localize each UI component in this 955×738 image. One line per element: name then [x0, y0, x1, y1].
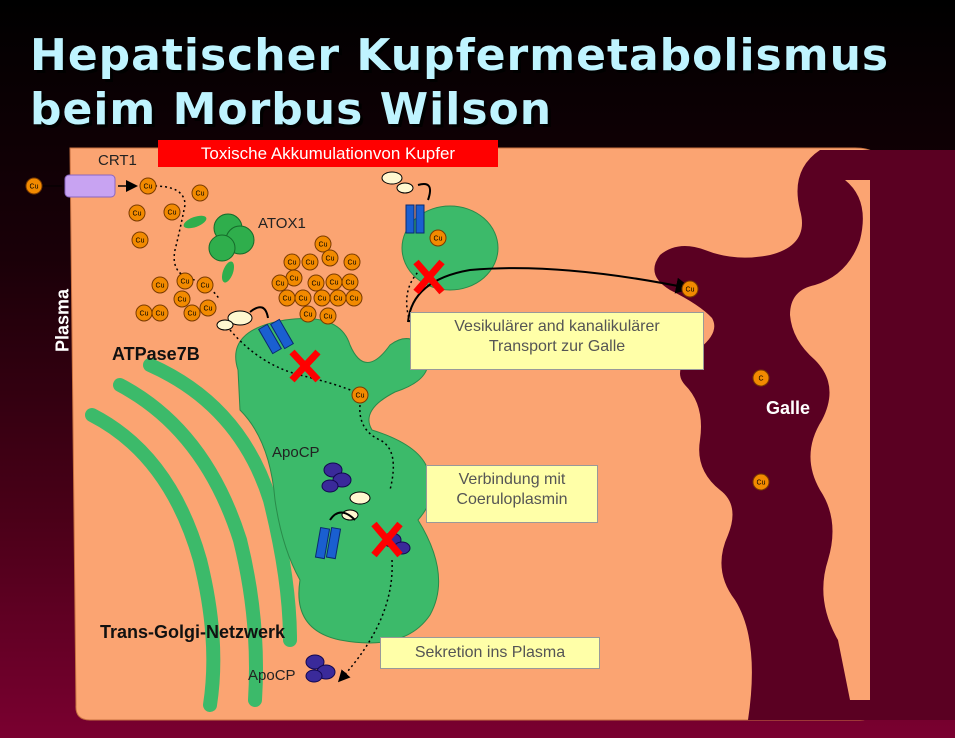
copper-atom-label: Cu [348, 260, 357, 267]
toxic-accumulation-banner: Toxische Akkumulationvon Kupfer [158, 140, 498, 167]
copper-atom-label: Cu [204, 306, 213, 313]
copper-atom-label: Cu [188, 311, 197, 318]
copper-atom-label: Cu [288, 260, 297, 267]
verbindung-note: Verbindung mit Coeruloplasmin [426, 465, 598, 523]
copper-atom-label: Cu [319, 242, 328, 249]
transport-note: Vesikulärer and kanalikulärer Transport … [410, 312, 704, 370]
copper-atom-label: Cu [299, 296, 308, 303]
crt1-transporter [65, 175, 115, 197]
copper-atom-label: Cu [324, 314, 333, 321]
apocp-label-top: ApoCP [272, 444, 320, 461]
copper-atom-label: Cu [326, 256, 335, 263]
page-title-line-1: Hepatischer Kupfermetabolismus [30, 30, 889, 81]
copper-atom-label: Cu [144, 184, 153, 191]
copper-atom-label: Cu [181, 279, 190, 286]
copper-atom-label: Cu [156, 311, 165, 318]
verbindung-note-line-1: Verbindung mit [427, 470, 597, 490]
plasma-label: Plasma [53, 286, 74, 356]
copper-atom-label: Cu [201, 283, 210, 290]
copper-atom-label: Cu [330, 280, 339, 287]
copper-atom-label: Cu [290, 276, 299, 283]
copper-atom-label: Cu [276, 281, 285, 288]
copper-atom-label: Cu [306, 260, 315, 267]
copper-atom-label: Cu [304, 312, 313, 319]
copper-atom-label: Cu [140, 311, 149, 318]
copper-atom-label: Cu [178, 297, 187, 304]
copper-atom-label: Cu [757, 480, 766, 487]
atox1-label: ATOX1 [258, 215, 306, 232]
copper-atom-label: Cu [686, 287, 695, 294]
copper-atom-label: Cu [156, 283, 165, 290]
copper-atom-label: Cu [133, 211, 142, 218]
copper-atom-label: C [758, 376, 763, 383]
copper-atom-label: Cu [334, 296, 343, 303]
atpase7b-label: ATPase7B [112, 344, 200, 365]
copper-atom-label: Cu [196, 191, 205, 198]
page-title-line-2: beim Morbus Wilson [30, 84, 552, 135]
copper-atom-label: Cu [168, 210, 177, 217]
crt1-label: CRT1 [98, 152, 137, 169]
trans-golgi-label: Trans-Golgi-Netzwerk [100, 622, 285, 643]
copper-atom-label: Cu [312, 281, 321, 288]
copper-atom-label: Cu [283, 296, 292, 303]
copper-atom-label: Cu [356, 393, 365, 400]
verbindung-note-line-2: Coeruloplasmin [427, 490, 597, 510]
galle-label: Galle [766, 398, 810, 419]
copper-atom-label: Cu [434, 236, 443, 243]
copper-atom-label: Cu [318, 296, 327, 303]
copper-atom-label: Cu [30, 184, 39, 191]
copper-atom-label: Cu [350, 296, 359, 303]
sekretion-note: Sekretion ins Plasma [380, 637, 600, 669]
transport-note-line-2: Transport zur Galle [411, 337, 703, 357]
copper-atom-label: Cu [346, 280, 355, 287]
copper-atom-label: Cu [136, 238, 145, 245]
apocp-label-bottom: ApoCP [248, 667, 296, 684]
transport-note-line-1: Vesikulärer and kanalikulärer [411, 317, 703, 337]
